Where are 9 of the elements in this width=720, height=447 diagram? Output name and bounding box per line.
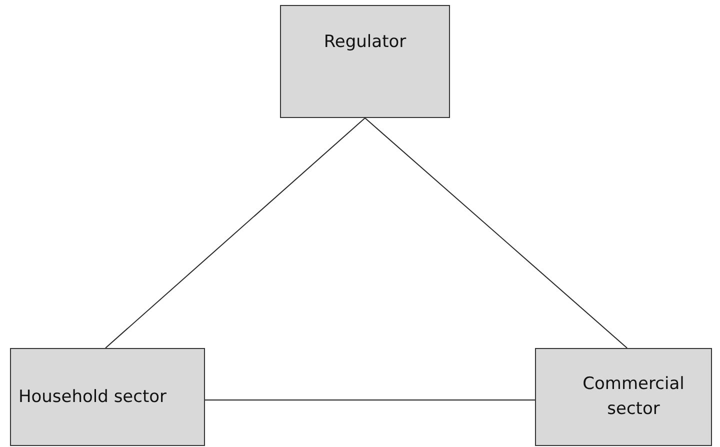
process-box (280, 5, 450, 118)
process-box (535, 348, 712, 446)
connector-line (105, 118, 366, 348)
connector-line (364, 118, 628, 348)
process-box (10, 348, 205, 446)
box-label: Commercial sector (582, 373, 686, 421)
connector-line (204, 399, 536, 400)
box-label: Household sector (18, 386, 167, 409)
box-label: Regulator (324, 31, 406, 54)
